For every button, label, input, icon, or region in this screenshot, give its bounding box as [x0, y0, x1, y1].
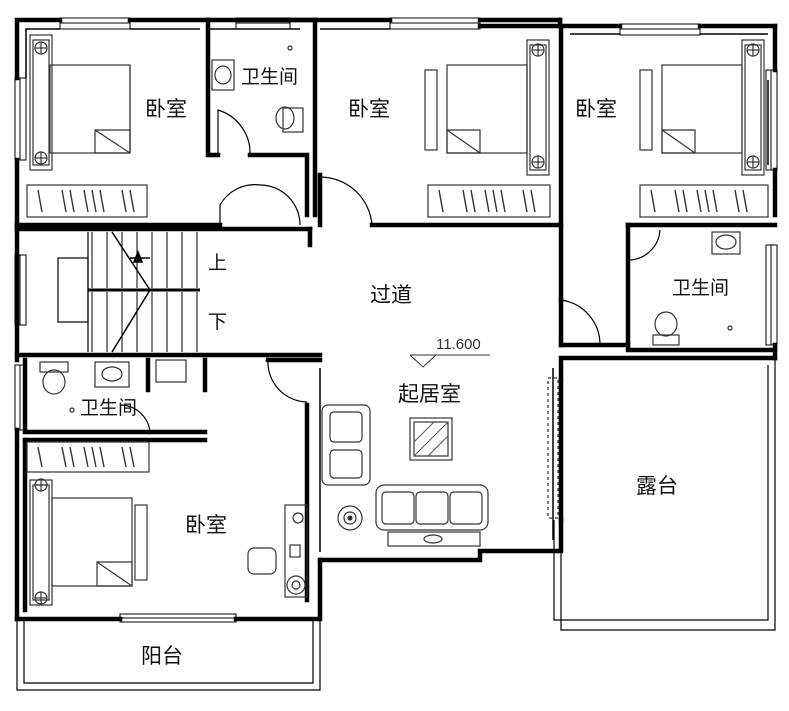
stair-label-up: 上 [208, 252, 228, 274]
wardrobe-hanger [470, 189, 476, 213]
living-furniture [321, 404, 489, 547]
room-label-corridor: 过道 [370, 283, 412, 307]
wardrobe-hanger [742, 189, 748, 213]
room-label-bath-e: 卫生间 [672, 277, 730, 299]
balcony-terrace-rails [16, 358, 776, 691]
wardrobe-hanger [682, 189, 688, 213]
wardrobe-hanger [69, 189, 75, 213]
room-label-bedroom-n: 卧室 [348, 97, 390, 121]
bed-ne [639, 39, 765, 176]
wardrobe-hanger [99, 446, 105, 468]
stair-arrow [111, 231, 151, 353]
wardrobe-hanger [61, 446, 67, 468]
wardrobe-hanger [696, 189, 702, 213]
wardrobe-hanger [61, 189, 67, 213]
walls [14, 17, 778, 622]
wardrobe-hanger [37, 189, 43, 213]
wardrobe-hanger [522, 189, 528, 213]
wardrobe-hanger [704, 189, 710, 213]
bed-sw [29, 478, 148, 606]
desk-furniture [247, 504, 308, 598]
elevation-label: 11.600 [436, 336, 481, 353]
wardrobe-hanger [530, 189, 536, 213]
room-label-bath-w: 卫生间 [80, 397, 138, 419]
wardrobe-hanger [712, 189, 718, 213]
room-label-balcony: 阳台 [141, 644, 183, 668]
wardrobe-hanger [734, 189, 740, 213]
room-label-bedroom-ne: 卧室 [575, 97, 617, 121]
wardrobe-hanger [129, 446, 135, 468]
living-hatch [413, 421, 449, 457]
wardrobe-hanger [462, 189, 468, 213]
doors [119, 109, 661, 433]
wardrobe-hanger [674, 189, 680, 213]
room-label-bedroom-nw: 卧室 [145, 97, 187, 121]
wardrobe-hanger [650, 189, 656, 213]
wardrobe-hanger [69, 446, 75, 468]
room-label-terrace: 露台 [636, 474, 678, 498]
stair-label-down: 下 [208, 311, 228, 333]
wardrobe-hanger [438, 189, 444, 213]
wardrobe-hanger [91, 189, 97, 213]
staircase [57, 232, 200, 352]
bath-fixtures [39, 45, 741, 413]
wardrobe-hanger [99, 189, 105, 213]
stair-treads [91, 232, 198, 352]
bed-n [424, 39, 550, 176]
wardrobe-hanger [129, 189, 135, 213]
wardrobe-hanger [121, 446, 127, 468]
room-label-bedroom-sw: 卧室 [185, 513, 227, 537]
wardrobes [26, 184, 769, 473]
bed-nw [29, 34, 131, 171]
room-label-bath-n: 卫生间 [241, 66, 299, 88]
wardrobe-hanger [121, 189, 127, 213]
wardrobe-hanger [484, 189, 490, 213]
room-label-living: 起居室 [398, 382, 461, 406]
wardrobe-hanger [37, 446, 43, 468]
windows [14, 17, 778, 623]
wardrobe-hanger [83, 446, 89, 468]
elevation-marker [409, 354, 490, 368]
wardrobe-hanger [83, 189, 89, 213]
wardrobe-hangers [37, 189, 748, 468]
wardrobe-hanger [91, 446, 97, 468]
wardrobe-hanger [500, 189, 506, 213]
wardrobe-hanger [492, 189, 498, 213]
